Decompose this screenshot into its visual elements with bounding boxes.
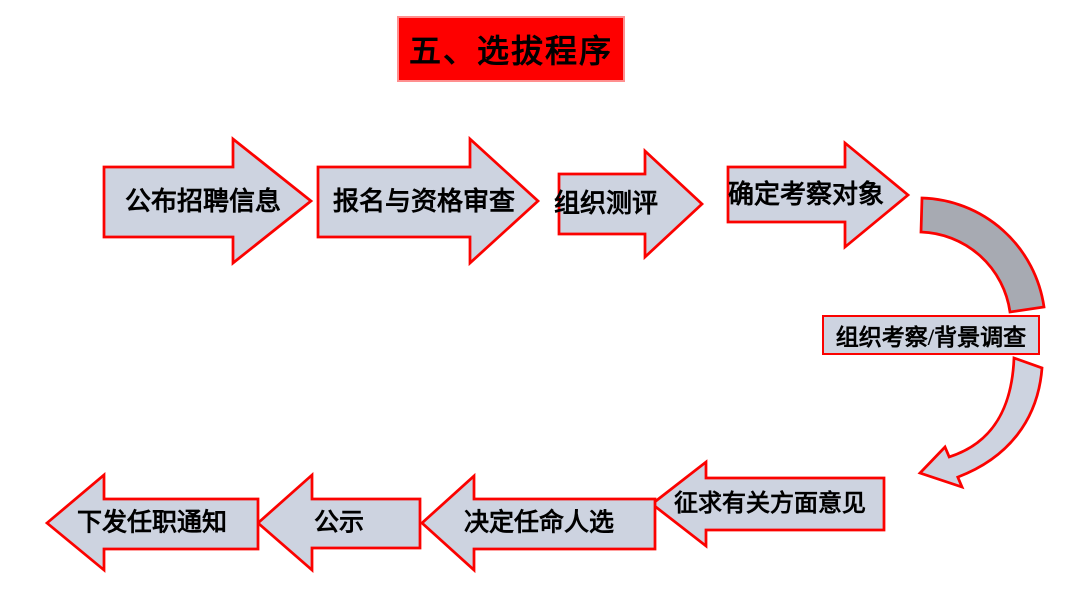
- arrow-organize-assessment: [557, 147, 705, 261]
- step-label-organize-assessment: 组织测评: [553, 189, 659, 218]
- step-label-decide-appointee: 决定任命人选: [463, 509, 615, 537]
- step-label-determine-inspection-targets: 确定考察对象: [727, 180, 885, 209]
- arrow-decide-appointee: [419, 472, 657, 574]
- arrow-registration-qualification-review: [316, 135, 541, 267]
- curved-arrow-down-left-icon: [917, 356, 1044, 490]
- slide-title: 五、选拔程序: [408, 33, 613, 69]
- step-label-inspection-background-check: 组织考察/背景调查: [835, 325, 1027, 350]
- step-label-registration-qualification-review: 报名与资格审查: [332, 187, 516, 216]
- arrow-public-announcement: [255, 471, 422, 574]
- step-label-solicit-opinions: 征求有关方面意见: [674, 491, 866, 517]
- step-label-publish-recruitment-info: 公布招聘信息: [124, 187, 282, 216]
- title-banner: 五、选拔程序: [397, 16, 625, 82]
- arrow-issue-appointment-notice: [44, 472, 260, 573]
- step-label-issue-appointment-notice: 下发任职通知: [76, 509, 228, 537]
- middle-step-box: 组织考察/背景调查: [822, 315, 1040, 355]
- arrow-solicit-opinions: [649, 459, 886, 549]
- arrow-publish-recruitment-info: [102, 136, 314, 266]
- arrow-determine-inspection-targets: [726, 140, 911, 250]
- curved-connector-down-icon: [919, 196, 1046, 314]
- step-label-public-announcement: 公示: [313, 509, 365, 537]
